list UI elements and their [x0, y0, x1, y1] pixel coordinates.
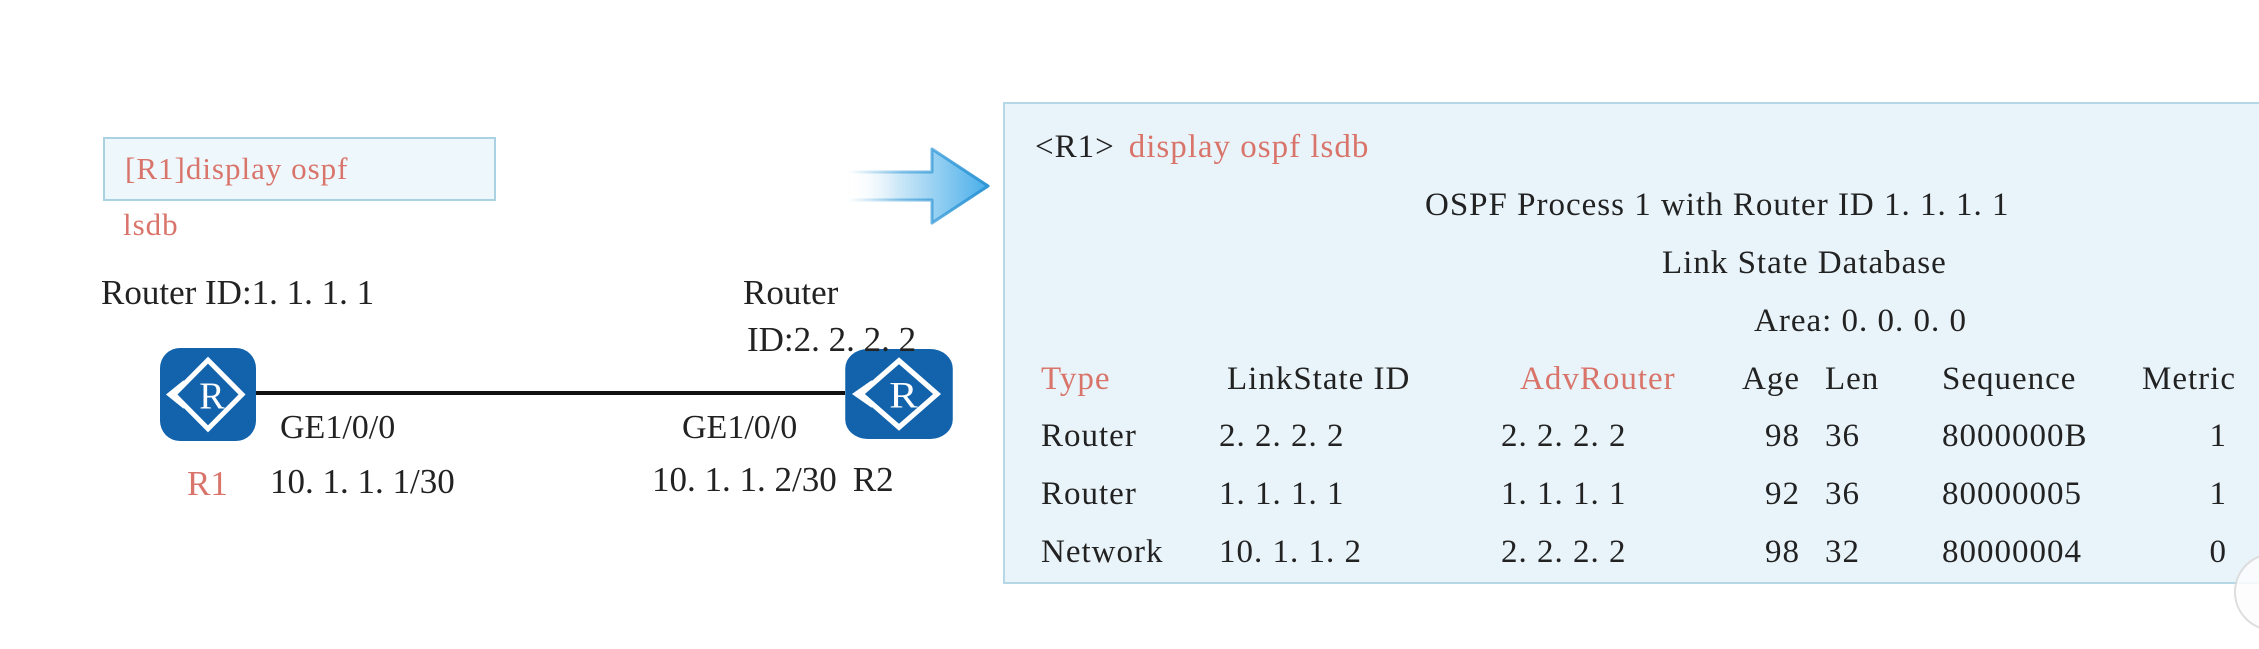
lsdb-cell-len: 36	[1825, 476, 1860, 512]
r1-ip-label: 10. 1. 1. 1/30	[270, 462, 455, 501]
lsdb-cell-age: 98	[1765, 418, 1800, 454]
r1-router-id-label: Router ID:1. 1. 1. 1	[101, 273, 375, 312]
lsdb-cell-linkstate: 10. 1. 1. 2	[1219, 534, 1362, 570]
r2-interface-label: GE1/0/0	[682, 409, 798, 446]
terminal-panel: <R1> display ospf lsdb OSPF Process 1 wit…	[1003, 102, 2259, 584]
lsdb-title-line: Link State Database	[1662, 245, 1947, 281]
lsdb-header-metric: Metric	[2142, 361, 2236, 397]
flow-arrow-icon	[846, 147, 990, 225]
lsdb-header-age: Age	[1742, 361, 1800, 397]
lsdb-cell-len: 36	[1825, 418, 1860, 454]
router-r2-icon: R	[845, 348, 953, 440]
lsdb-header-linkstate: LinkState ID	[1227, 361, 1411, 397]
lsdb-cell-advrouter: 2. 2. 2. 2	[1501, 418, 1627, 454]
terminal-command: display ospf lsdb	[1128, 129, 1370, 165]
router-r2-icon-letter: R	[889, 374, 918, 416]
lsdb-cell-age: 92	[1765, 476, 1800, 512]
lsdb-row: Router 1. 1. 1. 1 1. 1. 1. 1 92 36 80000…	[1005, 473, 2259, 515]
r1-interface-label: GE1/0/0	[280, 409, 396, 446]
r2-name-label: R2	[852, 460, 894, 499]
r2-router-id-label-line1: Router	[743, 273, 839, 312]
lsdb-cell-sequence: 8000000B	[1942, 418, 2088, 454]
link-line	[255, 391, 845, 395]
r2-router-id-label-line2: ID:2. 2. 2. 2	[747, 320, 917, 359]
lsdb-cell-len: 32	[1825, 534, 1860, 570]
router-r1-icon: R	[160, 348, 256, 441]
lsdb-cell-advrouter: 2. 2. 2. 2	[1501, 534, 1627, 570]
lsdb-header-len: Len	[1825, 361, 1880, 397]
terminal-prompt: <R1>	[1035, 129, 1115, 165]
lsdb-cell-metric: 1	[2209, 418, 2227, 454]
lsdb-cell-sequence: 80000004	[1942, 534, 2082, 570]
lsdb-header-sequence: Sequence	[1942, 361, 2077, 397]
lsdb-cell-type: Router	[1041, 476, 1137, 512]
lsdb-cell-type: Network	[1041, 534, 1164, 570]
terminal-command-line: <R1> display ospf lsdb	[1035, 126, 1369, 168]
lsdb-cell-linkstate: 2. 2. 2. 2	[1219, 418, 1345, 454]
lsdb-header-type: Type	[1041, 361, 1111, 397]
lsdb-row: Router 2. 2. 2. 2 2. 2. 2. 2 98 36 80000…	[1005, 415, 2259, 457]
lsdb-header-advrouter: AdvRouter	[1520, 361, 1676, 397]
lsdb-cell-age: 98	[1765, 534, 1800, 570]
lsdb-cell-sequence: 80000005	[1942, 476, 2082, 512]
lsdb-cell-metric: 1	[2209, 476, 2227, 512]
lsdb-cell-advrouter: 1. 1. 1. 1	[1501, 476, 1627, 512]
r1-name-label: R1	[187, 464, 228, 503]
lsdb-cell-linkstate: 1. 1. 1. 1	[1219, 476, 1345, 512]
command-annotation-box: [R1]display ospf	[103, 137, 496, 201]
command-annotation-line2: lsdb	[123, 207, 179, 242]
router-r1-icon-letter: R	[199, 375, 225, 417]
lsdb-cell-type: Router	[1041, 418, 1137, 454]
ospf-process-line: OSPF Process 1 with Router ID 1. 1. 1. 1	[1425, 187, 2010, 223]
r2-ip-row: 10. 1. 1. 2/30 R2	[652, 460, 894, 500]
lsdb-cell-metric: 0	[2209, 534, 2227, 570]
command-annotation-line1: [R1]display ospf	[125, 151, 349, 186]
lsdb-row: Network 10. 1. 1. 2 2. 2. 2. 2 98 32 800…	[1005, 531, 2259, 573]
r2-ip-label: 10. 1. 1. 2/30	[652, 460, 837, 499]
area-line: Area: 0. 0. 0. 0	[1754, 303, 1968, 339]
lsdb-header-row: Type LinkState ID AdvRouter Age Len Sequ…	[1005, 358, 2259, 400]
